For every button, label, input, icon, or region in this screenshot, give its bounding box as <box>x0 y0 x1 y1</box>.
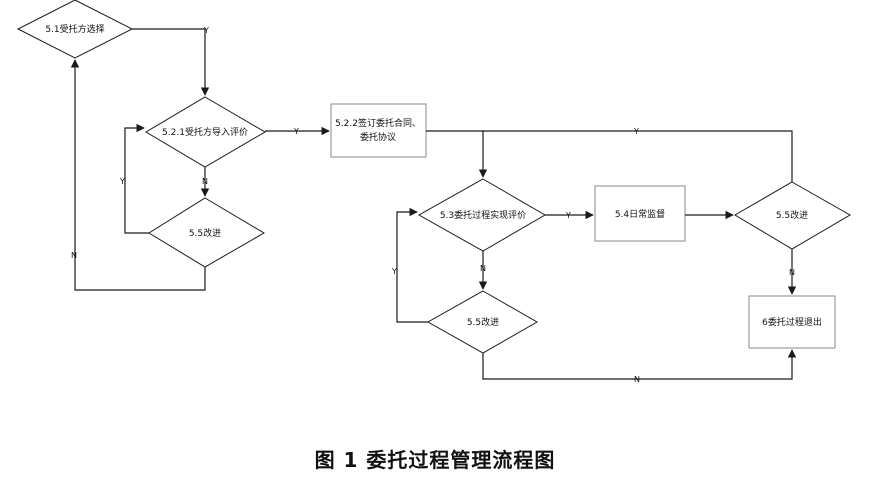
edge-5-5-bottom-to-6 <box>482 349 797 380</box>
process-6 <box>748 295 836 349</box>
process-5-4 <box>594 185 686 242</box>
edge-5-5-right-to-5-3 <box>483 130 793 182</box>
edge-label-y-5-1: Y <box>203 26 209 35</box>
decision-5-3-label: 5.3委托过程实现评价 <box>440 209 526 221</box>
edge-label-y-5-2-1: Y <box>293 127 299 136</box>
edge-label-n-5-2-1: N <box>202 177 208 186</box>
edge-5-5-bottom-to-5-3 <box>396 207 428 323</box>
edge-label-y-5-5-bottom: Y <box>391 267 397 276</box>
decision-5-1 <box>16 0 134 59</box>
process-5-4-label: 5.4日常监督 <box>615 208 665 220</box>
edge-label-n-5-5-left: N <box>71 251 77 260</box>
edge-label-n-5-3: N <box>480 264 486 273</box>
edge-5-5-left-to-5-2-1 <box>124 123 149 234</box>
edge-5-1-to-5-2-1 <box>132 28 210 96</box>
process-5-2-2-label-line2: 委托协议 <box>360 131 396 143</box>
edge-label-n-5-5-bottom: N <box>634 375 640 384</box>
edge-5-5-left-to-5-1 <box>70 59 206 291</box>
decision-5-1-label: 5.1受托方选择 <box>45 23 104 35</box>
decision-5-5-bottom-label: 5.5改进 <box>467 316 499 328</box>
edge-label-y-5-3: Y <box>565 211 571 220</box>
edge-label-y-5-5-left: Y <box>119 177 125 186</box>
edge-5-2-2-to-5-3 <box>426 130 488 178</box>
decision-5-5-left-label: 5.5改进 <box>189 227 221 239</box>
edge-label-n-5-5-right: N <box>789 268 795 277</box>
process-6-label: 6委托过程退出 <box>762 316 822 328</box>
process-5-2-2 <box>330 103 427 158</box>
figure-caption: 图 1 委托过程管理流程图 <box>314 448 556 472</box>
edge-label-y-5-5-right: Y <box>633 127 639 136</box>
flowchart: 5.1受托方选择 5.2.1受托方导入评价 5.5改进 5.2.2签订委托合同、… <box>16 0 851 384</box>
decision-5-2-1-label: 5.2.1受托方导入评价 <box>162 126 248 138</box>
decision-5-5-right-label: 5.5改进 <box>776 209 808 221</box>
process-5-2-2-label-line1: 5.2.2签订委托合同、 <box>335 117 421 129</box>
